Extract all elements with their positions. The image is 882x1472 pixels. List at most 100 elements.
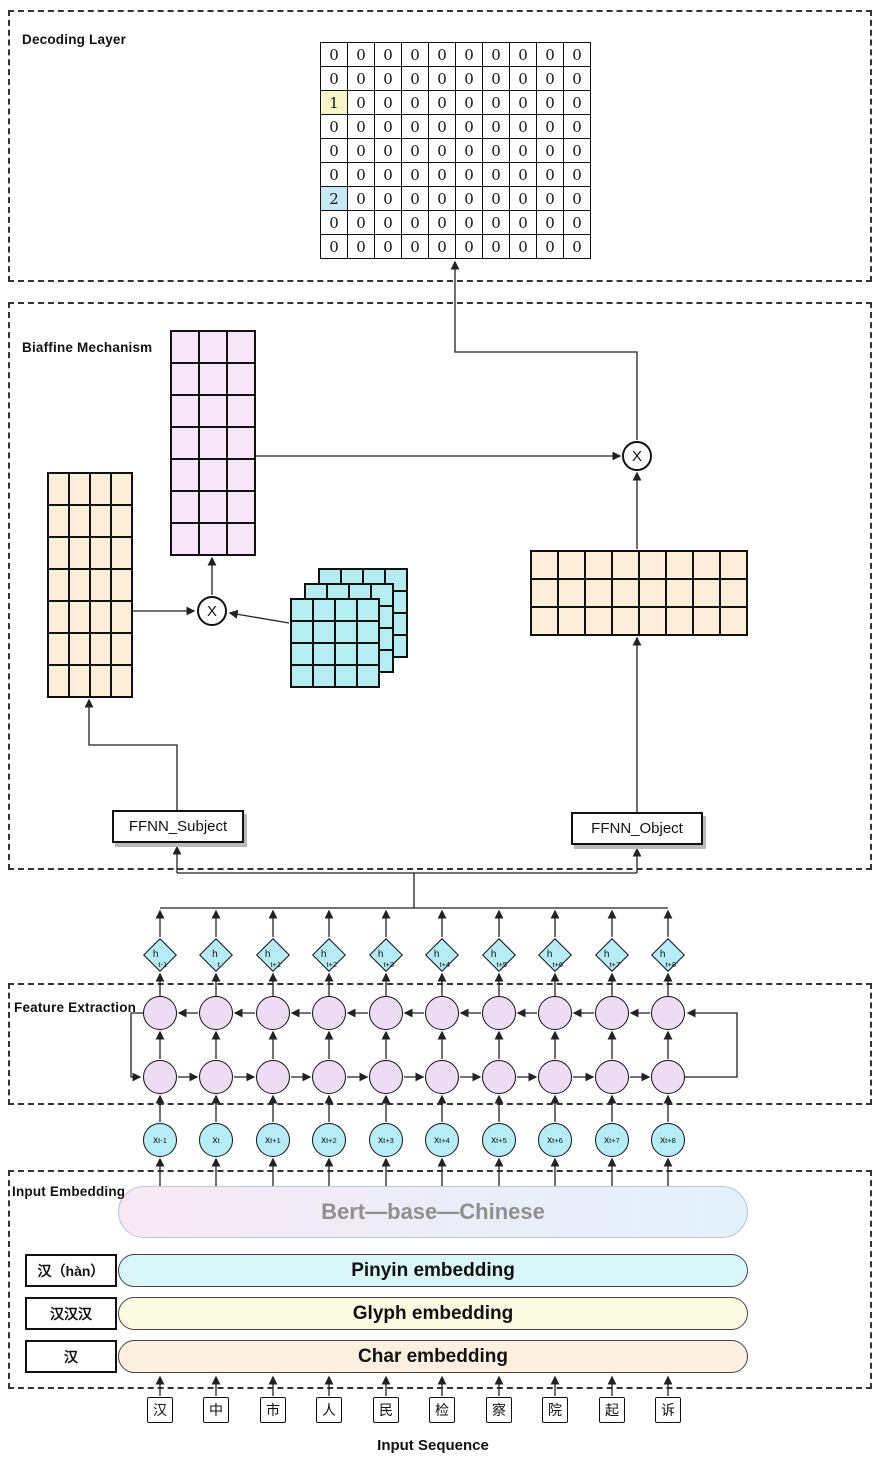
decoding-cell: 0: [564, 163, 591, 187]
decoding-cell: 0: [564, 187, 591, 211]
input-char-box: 察: [486, 1397, 512, 1423]
recurrent-loop-left: [130, 1012, 143, 1082]
decoding-cell: 2: [321, 187, 348, 211]
ffnn-object-box: FFNN_Object: [571, 812, 703, 845]
lstm-cell-forward: [199, 1060, 233, 1094]
decoding-cell: 0: [429, 163, 456, 187]
input-char-box: 民: [373, 1397, 399, 1423]
decoding-cell: 0: [537, 187, 564, 211]
decoding-layer-label: Decoding Layer: [22, 32, 127, 47]
decoding-cell: 0: [483, 235, 510, 259]
decoding-cell: 0: [564, 91, 591, 115]
decoding-cell: 0: [483, 67, 510, 91]
hidden-state-label: ht+3: [377, 949, 395, 970]
decoding-cell: 0: [537, 43, 564, 67]
decoding-cell: 0: [348, 163, 375, 187]
decoding-cell: 0: [429, 67, 456, 91]
decoding-cell: 0: [321, 211, 348, 235]
decoding-cell: 0: [483, 115, 510, 139]
tensor-sheet-front: [290, 598, 380, 688]
decoding-cell: 0: [402, 211, 429, 235]
lstm-cell-forward: [482, 1060, 516, 1094]
decoding-cell: 0: [402, 139, 429, 163]
decoding-cell: 0: [402, 163, 429, 187]
feature-extraction-section: [8, 983, 872, 1105]
input-char-box: 起: [599, 1397, 625, 1423]
decoding-cell: 0: [456, 115, 483, 139]
decoding-cell: 0: [348, 211, 375, 235]
decoding-cell: 0: [429, 139, 456, 163]
pinyin-embedding-pill: Pinyin embedding: [118, 1254, 748, 1287]
decoding-cell: 0: [564, 235, 591, 259]
decoding-cell: 0: [429, 235, 456, 259]
decoding-cell: 0: [456, 187, 483, 211]
pinyin-source-box: 汉（hàn）: [25, 1254, 117, 1287]
decoding-cell: 0: [510, 235, 537, 259]
decoding-cell: 0: [456, 163, 483, 187]
decoding-cell: 0: [321, 163, 348, 187]
lstm-cell-backward: [369, 996, 403, 1030]
hidden-state-label: ht+6: [546, 949, 564, 970]
multiply-node-object: X: [622, 441, 652, 471]
decoding-cell: 0: [510, 43, 537, 67]
recurrent-loop-right: [685, 1008, 738, 1078]
glyph-embedding-pill: Glyph embedding: [118, 1297, 748, 1330]
decoding-cell: 0: [564, 139, 591, 163]
lstm-cell-forward: [651, 1060, 685, 1094]
input-char-box: 院: [542, 1397, 568, 1423]
hidden-state-label: ht+1: [264, 949, 282, 970]
decoding-cell: 0: [510, 187, 537, 211]
decoding-cell: 0: [375, 211, 402, 235]
hidden-state-label: ht-1: [152, 949, 168, 970]
decoding-cell: 0: [510, 67, 537, 91]
decoding-cell: 0: [510, 115, 537, 139]
decoding-cell: 0: [537, 67, 564, 91]
biaffine-mechanism-label: Biaffine Mechanism: [22, 340, 153, 355]
lstm-cell-backward: [312, 996, 346, 1030]
bert-pill: Bert—base—Chinese: [118, 1186, 748, 1238]
feature-extraction-label: Feature Extraction: [14, 1000, 137, 1015]
decoding-cell: 0: [429, 211, 456, 235]
hidden-state-label: ht+4: [433, 949, 451, 970]
lstm-cell-forward: [369, 1060, 403, 1094]
decoding-cell: 0: [321, 139, 348, 163]
decoding-cell: 0: [375, 187, 402, 211]
lstm-cell-forward: [143, 1060, 177, 1094]
input-embedding-section: [8, 1170, 872, 1389]
decoding-cell: 0: [456, 91, 483, 115]
decoding-cell: 0: [510, 91, 537, 115]
decoding-cell: 0: [321, 43, 348, 67]
input-sequence-label: Input Sequence: [377, 1437, 489, 1454]
relation-matrix: [170, 330, 256, 556]
decoding-cell: 0: [483, 139, 510, 163]
decoding-cell: 0: [321, 235, 348, 259]
biaffine-mechanism-section: [8, 302, 872, 870]
decoding-cell: 0: [537, 163, 564, 187]
lstm-cell-backward: [256, 996, 290, 1030]
decoding-cell: 0: [375, 43, 402, 67]
lstm-cell-backward: [595, 996, 629, 1030]
decoding-cell: 0: [483, 187, 510, 211]
arrow-tensor-to-mult1: [228, 609, 290, 624]
arrow-mult2-to-decoding: [450, 260, 638, 440]
decoding-cell: 0: [456, 67, 483, 91]
hidden-state-label: ht+7: [603, 949, 621, 970]
decoding-cell: 0: [537, 235, 564, 259]
decoding-layer-section: [8, 10, 872, 282]
hidden-state-label: ht+2: [320, 949, 338, 970]
lstm-cell-forward: [425, 1060, 459, 1094]
decoding-cell: 0: [375, 235, 402, 259]
lstm-cell-backward: [199, 996, 233, 1030]
decoding-cell: 1: [321, 91, 348, 115]
decoding-cell: 0: [402, 115, 429, 139]
hidden-state-label: ht: [212, 949, 220, 970]
decoding-cell: 0: [321, 67, 348, 91]
decoding-cell: 0: [402, 91, 429, 115]
decoding-cell: 0: [348, 235, 375, 259]
decoding-cell: 0: [537, 211, 564, 235]
